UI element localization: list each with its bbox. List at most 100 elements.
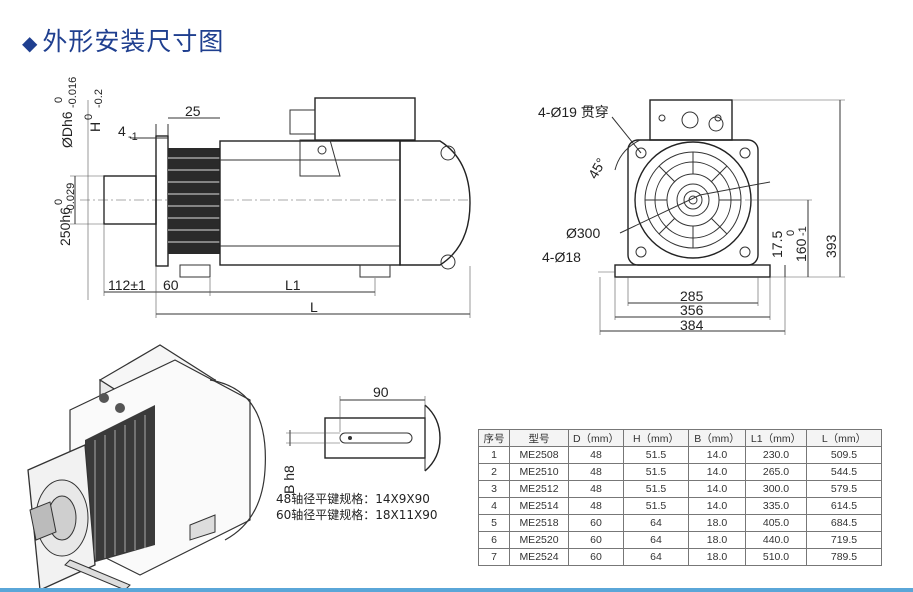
label-angle: 45° <box>585 155 609 181</box>
side-flange <box>155 135 169 267</box>
label-393: 393 <box>823 234 839 258</box>
label-90: 90 <box>373 384 389 400</box>
table-header: L1（mm） <box>745 429 807 447</box>
table-cell: 60 <box>568 548 624 566</box>
label-h-tol-bot: -0.2 <box>93 89 105 108</box>
table-cell: ME2510 <box>509 463 569 481</box>
table-cell: 64 <box>623 548 689 566</box>
table-cell: 544.5 <box>806 463 882 481</box>
table-cell: 14.0 <box>688 463 746 481</box>
side-view <box>70 97 471 318</box>
table-cell: 14.0 <box>688 480 746 498</box>
table-cell: 14.0 <box>688 446 746 464</box>
table-cell: ME2514 <box>509 497 569 515</box>
table-header-row: 序号 型号 D（mm） H（mm） B（mm） L1（mm） L（mm） <box>478 429 882 447</box>
table-cell: ME2520 <box>509 531 569 549</box>
table-cell: 789.5 <box>806 548 882 566</box>
table-cell: 509.5 <box>806 446 882 464</box>
label-285: 285 <box>680 288 704 304</box>
label-384: 384 <box>680 317 704 333</box>
label-60: 60 <box>163 277 179 293</box>
table-cell: 51.5 <box>623 446 689 464</box>
front-view <box>598 99 845 335</box>
label-flange-tol-bot: -0.029 <box>65 183 77 214</box>
table-cell: 5 <box>478 514 510 532</box>
table-cell: 48 <box>568 497 624 515</box>
table-cell: 3 <box>478 480 510 498</box>
table-cell: 684.5 <box>806 514 882 532</box>
table-cell: 230.0 <box>745 446 807 464</box>
table-cell: 1 <box>478 446 510 464</box>
front-foot <box>614 264 771 278</box>
label-shaft-dia-tol-bot: -0.016 <box>67 77 79 108</box>
table-cell: 51.5 <box>623 463 689 481</box>
label-25: 25 <box>185 103 201 119</box>
key-spec-notes: 48轴径平键规格：14X9X90 60轴径平键规格：18X11X90 <box>276 491 438 523</box>
label-160: 160 <box>793 238 809 262</box>
label-four-tol: -1 <box>128 131 138 143</box>
table-header: 型号 <box>509 429 569 447</box>
table-cell: 7 <box>478 548 510 566</box>
label-flange-dia: 250h6 <box>57 207 73 246</box>
label-four: 4 <box>118 123 126 139</box>
table-header: D（mm） <box>568 429 624 447</box>
table-header: B（mm） <box>688 429 746 447</box>
label-holes: 4-Ø19 贯穿 <box>538 104 609 120</box>
table-cell: 335.0 <box>745 497 807 515</box>
label-bh8: B h8 <box>281 465 297 494</box>
table-cell: 48 <box>568 446 624 464</box>
table-header: 序号 <box>478 429 510 447</box>
table-cell: 60 <box>568 514 624 532</box>
table-cell: 265.0 <box>745 463 807 481</box>
side-fan-cover <box>399 140 471 266</box>
bottom-accent-bar <box>0 588 913 592</box>
label-foot-holes: 4-Ø18 <box>542 249 581 265</box>
table-cell: 51.5 <box>623 480 689 498</box>
table-header: L（mm） <box>806 429 882 447</box>
table-cell: 614.5 <box>806 497 882 515</box>
label-shaft-dia: ØDh6 <box>59 111 75 148</box>
table-cell: 18.0 <box>688 548 746 566</box>
table-cell: ME2524 <box>509 548 569 566</box>
table-cell: 60 <box>568 531 624 549</box>
table-cell: 2 <box>478 463 510 481</box>
side-fins <box>168 148 220 254</box>
label-112: 112±1 <box>108 277 146 293</box>
table-cell: 48 <box>568 480 624 498</box>
page-title: ◆外形安装尺寸图 <box>22 22 224 58</box>
label-flange-tol-top: 0 <box>53 199 65 205</box>
label-shaft-dia-tol-top: 0 <box>53 97 65 103</box>
table-cell: ME2508 <box>509 446 569 464</box>
table-cell: 510.0 <box>745 548 807 566</box>
table-cell: 440.0 <box>745 531 807 549</box>
label-L: L <box>310 299 318 315</box>
label-pcd: Ø300 <box>566 225 600 241</box>
key-note: 60轴径平键规格：18X11X90 <box>276 508 438 522</box>
label-160-tol-top: 0 <box>785 230 797 236</box>
table-cell: 18.0 <box>688 514 746 532</box>
table-cell: ME2512 <box>509 480 569 498</box>
isometric-motor <box>27 344 266 591</box>
table-cell: 4 <box>478 497 510 515</box>
key-note: 48轴径平键规格：14X9X90 <box>276 492 430 506</box>
label-17-5: 17.5 <box>769 231 785 258</box>
label-160-tol-bot: -1 <box>797 226 809 236</box>
side-terminal-box <box>314 97 416 141</box>
label-h-tol-top: 0 <box>83 114 95 120</box>
table-cell: 405.0 <box>745 514 807 532</box>
table-cell: 51.5 <box>623 497 689 515</box>
label-356: 356 <box>680 302 704 318</box>
table-cell: 64 <box>623 514 689 532</box>
table-cell: 719.5 <box>806 531 882 549</box>
table-cell: 300.0 <box>745 480 807 498</box>
table-cell: 18.0 <box>688 531 746 549</box>
